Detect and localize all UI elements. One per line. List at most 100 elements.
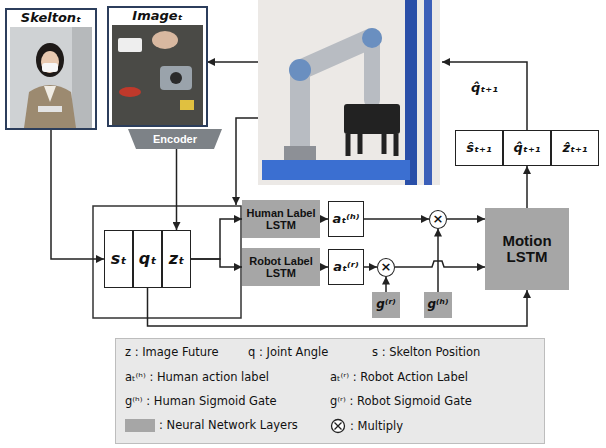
base-plate bbox=[262, 160, 410, 180]
connector bbox=[364, 218, 429, 220]
encoder-block: Encoder bbox=[128, 129, 222, 149]
connector bbox=[320, 266, 328, 268]
node-text: × bbox=[381, 260, 392, 274]
legend-text: aₜ⁽ʰ⁾ : Human action label bbox=[125, 370, 269, 384]
object bbox=[119, 87, 141, 97]
node-text: Skeltonₜ bbox=[7, 10, 95, 27]
node-text: zₜ bbox=[169, 250, 185, 268]
gripper-joint bbox=[170, 72, 182, 84]
hand bbox=[152, 31, 178, 49]
joint-cap bbox=[289, 59, 311, 81]
trapezoid bbox=[128, 129, 222, 149]
lstm-box: Robot Label LSTM bbox=[242, 248, 320, 286]
legend-item: aₜ⁽ʰ⁾ : Human action label bbox=[125, 370, 269, 384]
symbol-circle bbox=[332, 420, 345, 433]
input-cell: sₜ bbox=[104, 230, 133, 288]
legend-swatch bbox=[125, 419, 155, 432]
gripper bbox=[344, 104, 400, 134]
robot-base bbox=[284, 146, 316, 160]
gate-box: g⁽ʳ⁾ bbox=[372, 292, 400, 318]
connector bbox=[320, 218, 328, 220]
wire bbox=[236, 118, 258, 205]
legend-text: : Multiply bbox=[350, 419, 403, 433]
node-text: Imageₜ bbox=[109, 8, 206, 25]
node-text: g⁽ʰ⁾ bbox=[428, 298, 449, 311]
wire bbox=[207, 61, 258, 63]
legend-item: aₜ⁽ʳ⁾ : Robot Action Label bbox=[330, 370, 468, 384]
legend-text: s : Skelton Position bbox=[372, 345, 480, 359]
legend-item: s : Skelton Position bbox=[372, 345, 480, 359]
connector bbox=[148, 288, 528, 326]
label-box: aₜ⁽ʰ⁾ bbox=[328, 201, 364, 237]
legend-item: g⁽ʰ⁾ : Human Sigmoid Gate bbox=[125, 394, 277, 408]
legend-item: g⁽ʳ⁾ : Robot Sigmoid Gate bbox=[330, 394, 472, 408]
object bbox=[180, 100, 194, 110]
wire bbox=[442, 62, 527, 130]
legend-item: : Multiply bbox=[330, 418, 403, 434]
gripper-finger bbox=[348, 134, 396, 156]
person-photo bbox=[10, 26, 92, 128]
node-text: ẑₜ₊₁ bbox=[562, 141, 587, 155]
legend-text: g⁽ʰ⁾ : Human Sigmoid Gate bbox=[125, 394, 277, 408]
connector bbox=[364, 266, 377, 268]
photo-frame: Skeltonₜ bbox=[5, 8, 97, 130]
photo-ground bbox=[112, 25, 203, 125]
label-box: aₜ⁽ʳ⁾ bbox=[328, 249, 364, 285]
symbol-cross bbox=[335, 423, 342, 430]
multiply-node: × bbox=[429, 210, 447, 229]
legend-text: z : Image Future bbox=[125, 345, 219, 359]
input-cell: zₜ bbox=[162, 230, 191, 288]
node-text: Human Label LSTM bbox=[242, 207, 320, 231]
shirt bbox=[44, 86, 56, 102]
input-frame bbox=[93, 206, 241, 318]
table-photo bbox=[112, 25, 203, 125]
photo-ground bbox=[258, 0, 440, 185]
connector bbox=[385, 277, 387, 293]
multiply-symbol bbox=[330, 418, 346, 434]
photo-frame: Imageₜ bbox=[107, 6, 208, 127]
gripper bbox=[160, 66, 192, 90]
coat bbox=[24, 85, 76, 128]
hair bbox=[36, 43, 64, 77]
legend-item: : Neural Network Layers bbox=[125, 418, 298, 432]
output-cell: ẑₜ₊₁ bbox=[551, 130, 599, 166]
connector bbox=[191, 259, 242, 267]
node-text: sₜ bbox=[111, 250, 127, 268]
node-text: g⁽ʳ⁾ bbox=[376, 298, 395, 311]
connector bbox=[447, 218, 485, 220]
legend-item: z : Image Future bbox=[125, 345, 219, 359]
node-text: Robot Label LSTM bbox=[242, 255, 320, 279]
object bbox=[118, 38, 142, 52]
gate-box: g⁽ʰ⁾ bbox=[424, 292, 452, 318]
input-cell: qₜ bbox=[133, 230, 162, 288]
multiply-node: × bbox=[377, 258, 395, 277]
connector bbox=[51, 130, 104, 259]
node-text: ŝₜ₊₁ bbox=[466, 141, 491, 155]
legend-text: g⁽ʳ⁾ : Robot Sigmoid Gate bbox=[330, 394, 472, 408]
joint-cap bbox=[362, 28, 382, 48]
frame-rail bbox=[405, 0, 417, 185]
signal-label: q̂ₜ₊₁ bbox=[470, 80, 499, 95]
robot-photo bbox=[258, 0, 440, 185]
node-text: Motion LSTM bbox=[485, 233, 569, 266]
connector bbox=[395, 261, 485, 267]
node-text: aₜ⁽ʰ⁾ bbox=[332, 212, 359, 226]
legend-text: q : Joint Angle bbox=[248, 345, 328, 359]
photo-ground bbox=[10, 26, 92, 128]
frame-rail bbox=[424, 0, 432, 185]
output-cell: q̂ₜ₊₁ bbox=[503, 130, 551, 166]
legend-item: q : Joint Angle bbox=[248, 345, 328, 359]
photo-wall bbox=[72, 26, 92, 128]
node-text: Encoder bbox=[153, 133, 197, 145]
connector bbox=[191, 219, 242, 259]
mask bbox=[42, 63, 58, 72]
badge bbox=[38, 106, 62, 112]
node-text: × bbox=[433, 212, 444, 226]
face bbox=[41, 51, 59, 73]
legend-text: aₜ⁽ʳ⁾ : Robot Action Label bbox=[330, 370, 468, 384]
connector bbox=[176, 149, 178, 230]
lstm-box: Motion LSTM bbox=[485, 208, 569, 290]
legend-text: : Neural Network Layers bbox=[159, 418, 298, 432]
lstm-box: Human Label LSTM bbox=[242, 200, 320, 238]
